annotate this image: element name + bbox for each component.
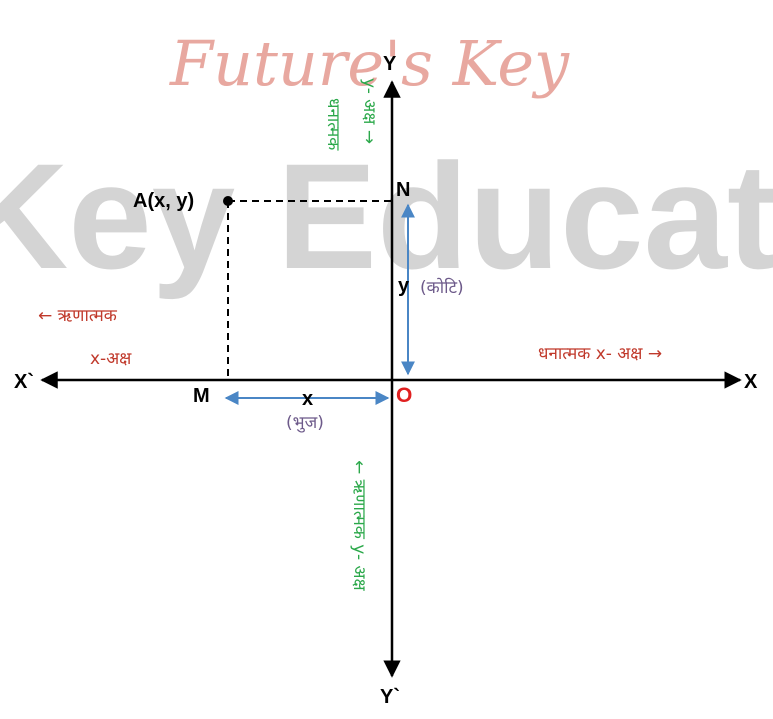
x-pos-label: X bbox=[744, 371, 758, 393]
y-pos-label: Y bbox=[383, 53, 397, 75]
pos-y-axis-label-line2: y- अक्ष → bbox=[359, 78, 379, 144]
point-n-label: N bbox=[396, 179, 410, 201]
point-a-dot bbox=[223, 196, 233, 206]
watermark-big: Key Educat bbox=[0, 132, 773, 300]
point-m-label: M bbox=[193, 385, 210, 407]
x-var-label: x bbox=[302, 388, 313, 410]
y-var-label: y bbox=[398, 275, 410, 297]
x-name-label: (भुज) bbox=[286, 413, 324, 433]
point-a-label: A(x, y) bbox=[133, 190, 194, 212]
neg-y-axis-label: ← ऋणात्मक y- अक्ष bbox=[349, 460, 369, 592]
origin-label: O bbox=[396, 384, 412, 407]
neg-x-axis-label-line1: ← ऋणात्मक bbox=[38, 306, 118, 326]
y-name-label: (कोटि) bbox=[420, 277, 464, 298]
neg-x-axis-label-line2: x-अक्ष bbox=[90, 349, 132, 369]
x-neg-label: X` bbox=[14, 371, 34, 393]
pos-x-axis-label: धनात्मक x- अक्ष → bbox=[538, 344, 662, 364]
y-neg-label: Y` bbox=[380, 686, 400, 708]
pos-y-axis-label-line1: धनात्मक bbox=[323, 98, 343, 151]
watermark-script: Future's Key bbox=[169, 27, 570, 100]
